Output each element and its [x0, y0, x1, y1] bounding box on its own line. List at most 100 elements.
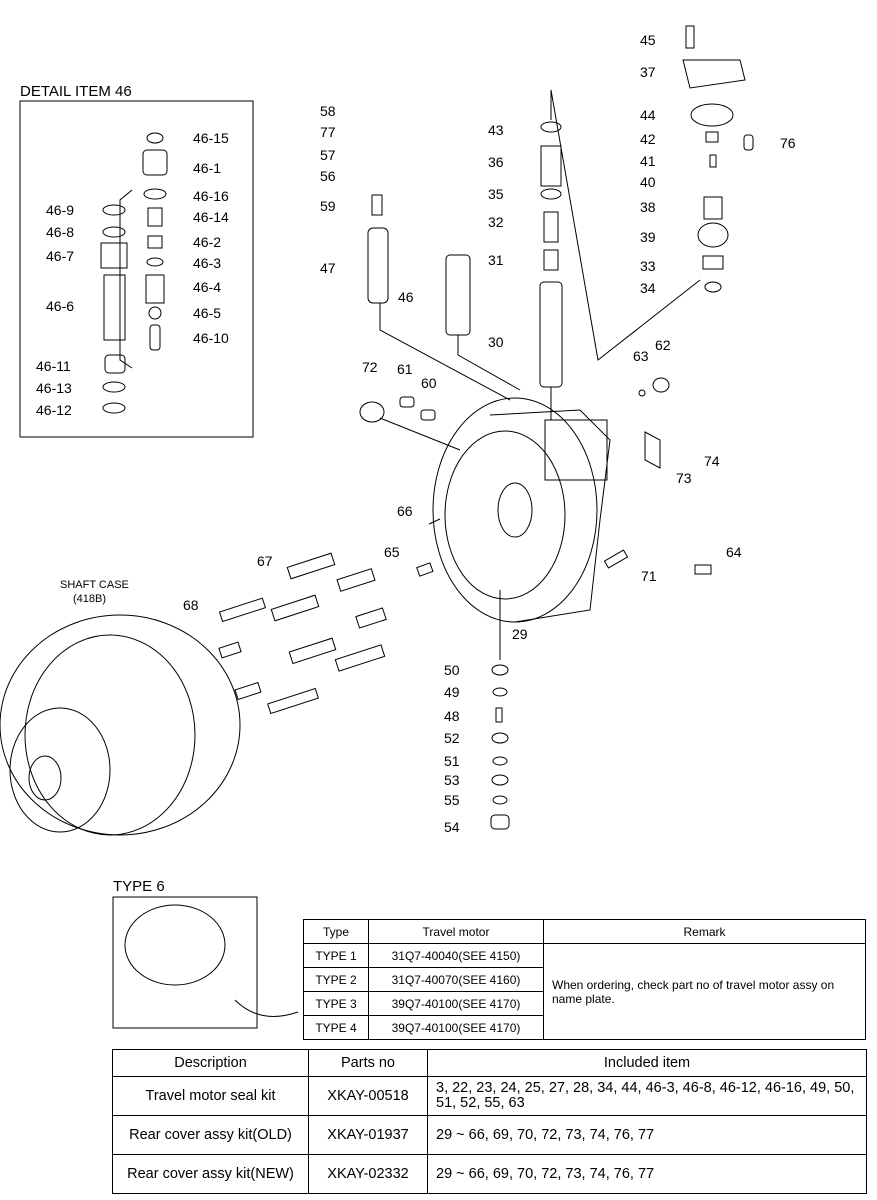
header-type: Type: [303, 919, 369, 944]
callout-33: 33: [640, 258, 656, 274]
motor-cell: 31Q7-40070(SEE 4160): [368, 967, 544, 992]
callout-76: 76: [780, 135, 796, 151]
included-item-cell: 3, 22, 23, 24, 25, 27, 28, 34, 44, 46-3,…: [427, 1076, 867, 1116]
callout-37: 37: [640, 64, 656, 80]
callout-57: 57: [320, 147, 336, 163]
header-included-item: Included item: [427, 1049, 867, 1077]
callout-32: 32: [488, 214, 504, 230]
callout-44: 44: [640, 107, 656, 123]
callout-46: 46: [398, 289, 414, 305]
callout-46-2: 46-2: [193, 234, 222, 250]
header-travel-motor: Travel motor: [368, 919, 544, 944]
callout-49: 49: [444, 684, 460, 700]
callout-54: 54: [444, 819, 460, 835]
type-6-image-box: [112, 896, 258, 1029]
callout-74: 74: [704, 453, 720, 469]
type-cell: TYPE 4: [303, 1015, 369, 1040]
description-cell: Rear cover assy kit(OLD): [112, 1115, 309, 1155]
included-item-cell: 29 ~ 66, 69, 70, 72, 73, 74, 76, 77: [427, 1154, 867, 1194]
type-6-arrow: [234, 999, 299, 1017]
callout-46-16: 46-16: [193, 188, 229, 204]
type-cell: TYPE 1: [303, 943, 369, 968]
parts-no-cell: XKAY-01937: [308, 1115, 428, 1155]
callout-46-7: 46-7: [46, 248, 75, 264]
motor-cell: 31Q7-40040(SEE 4150): [368, 943, 544, 968]
type-6-motor-thumbnail: [124, 904, 226, 986]
callout-31: 31: [488, 252, 504, 268]
parts-no-cell: XKAY-00518: [308, 1076, 428, 1116]
callout-67: 67: [257, 553, 273, 569]
shaft-case-label: SHAFT CASE: [60, 579, 129, 591]
callout-46-1: 46-1: [193, 160, 222, 176]
valve-stacks: [367, 25, 754, 420]
rear-cover-flange: [432, 397, 611, 623]
callout-60: 60: [421, 375, 437, 391]
callout-45: 45: [640, 32, 656, 48]
callout-30: 30: [488, 334, 504, 350]
callout-46-9: 46-9: [46, 202, 75, 218]
callout-48: 48: [444, 708, 460, 724]
callout-53: 53: [444, 772, 460, 788]
header-parts-no: Parts no: [308, 1049, 428, 1077]
header-remark: Remark: [543, 919, 866, 944]
callout-71: 71: [641, 568, 657, 584]
callout-38: 38: [640, 199, 656, 215]
callout-52: 52: [444, 730, 460, 746]
callout-46-13: 46-13: [36, 380, 72, 396]
bottom-seals: [490, 590, 510, 830]
callout-46-3: 46-3: [193, 255, 222, 271]
callout-58: 58: [320, 103, 336, 119]
detail-item-46-title: DETAIL ITEM 46: [20, 83, 132, 100]
callout-47: 47: [320, 260, 336, 276]
callout-46-14: 46-14: [193, 209, 229, 225]
callout-65: 65: [384, 544, 400, 560]
detail-46-box: [19, 100, 254, 438]
remark-cell: When ordering, check part no of travel m…: [543, 943, 866, 1040]
callout-55: 55: [444, 792, 460, 808]
callout-73: 73: [676, 470, 692, 486]
callout-68: 68: [183, 597, 199, 613]
description-cell: Rear cover assy kit(NEW): [112, 1154, 309, 1194]
callout-40: 40: [640, 174, 656, 190]
type-cell: TYPE 3: [303, 991, 369, 1016]
callout-35: 35: [488, 186, 504, 202]
callout-50: 50: [444, 662, 460, 678]
callout-51: 51: [444, 753, 460, 769]
callout-59: 59: [320, 198, 336, 214]
callout-39: 39: [640, 229, 656, 245]
shaft-case-code: (418B): [73, 593, 107, 605]
callout-64: 64: [726, 544, 742, 560]
callout-72: 72: [362, 359, 378, 375]
parts-no-cell: XKAY-02332: [308, 1154, 428, 1194]
callout-46-4: 46-4: [193, 279, 222, 295]
motor-cell: 39Q7-40100(SEE 4170): [368, 1015, 544, 1040]
misc-parts: [359, 377, 712, 577]
callout-43: 43: [488, 122, 504, 138]
callout-77: 77: [320, 124, 336, 140]
callout-63: 63: [633, 348, 649, 364]
description-cell: Travel motor seal kit: [112, 1076, 309, 1116]
callout-41: 41: [640, 153, 656, 169]
callout-46-11: 46-11: [36, 358, 71, 374]
type-cell: TYPE 2: [303, 967, 369, 992]
header-description: Description: [112, 1049, 309, 1077]
callout-46-10: 46-10: [193, 330, 229, 346]
callout-46-6: 46-6: [46, 298, 75, 314]
callout-46-15: 46-15: [193, 130, 229, 146]
callout-29: 29: [512, 626, 528, 642]
shaft-case: [0, 614, 241, 836]
callout-56: 56: [320, 168, 336, 184]
callout-46-5: 46-5: [193, 305, 222, 321]
callout-42: 42: [640, 131, 656, 147]
callout-34: 34: [640, 280, 656, 296]
callout-46-12: 46-12: [36, 402, 72, 418]
callout-66: 66: [397, 503, 413, 519]
